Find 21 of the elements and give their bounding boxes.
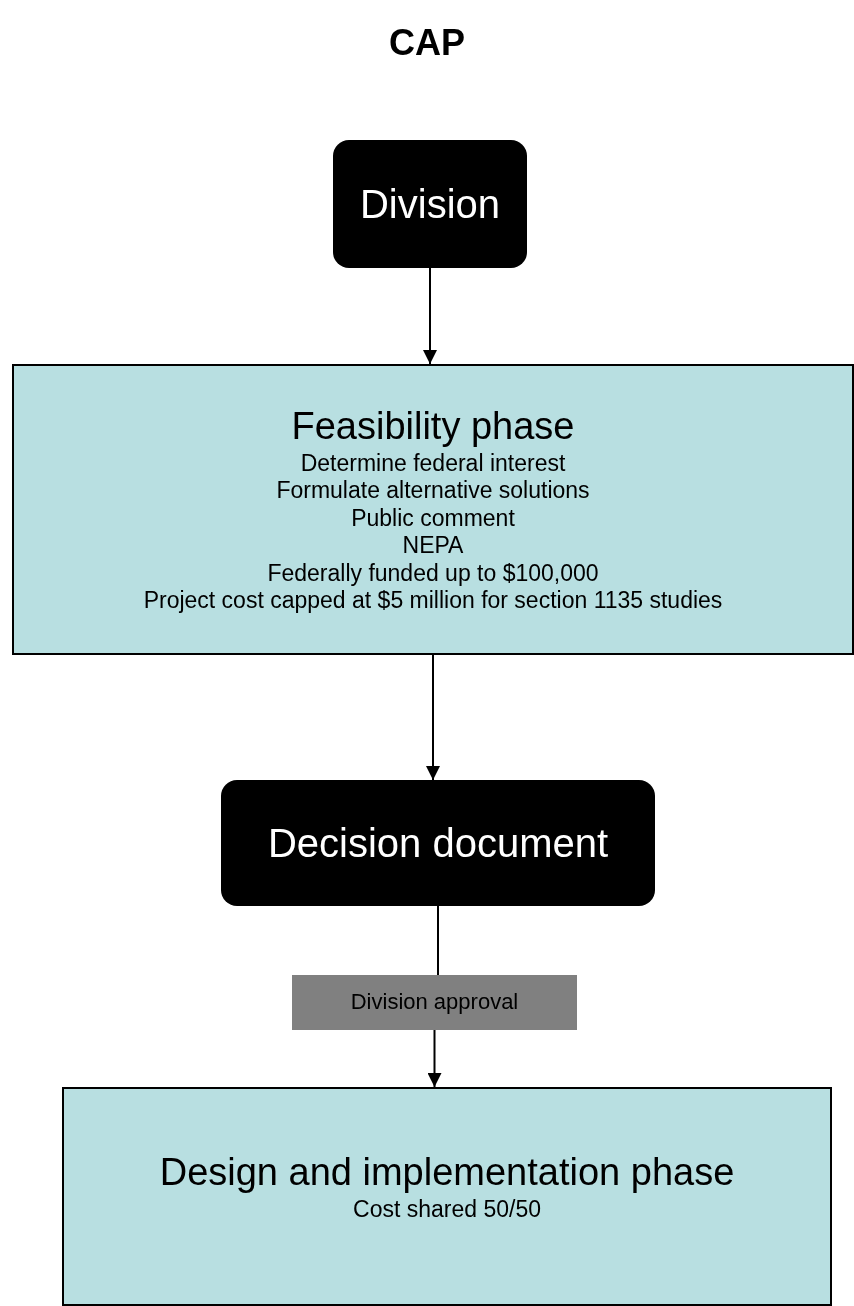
arrow: [423, 267, 437, 365]
arrow: [427, 1029, 442, 1088]
diagram-title: CAP: [388, 22, 466, 64]
arrow: [426, 654, 440, 781]
phase-detail: Public comment: [351, 504, 515, 533]
phase-box: [62, 1087, 832, 1306]
phase-detail: Formulate alternative solutions: [276, 477, 590, 505]
process-box: [333, 140, 527, 268]
phase-box: [12, 364, 854, 655]
phase-detail: Federally funded up to $100,000: [267, 559, 599, 588]
process-box: [221, 780, 655, 906]
phase-heading: Feasibility phase: [291, 403, 575, 449]
box-label: Division: [359, 181, 500, 228]
box-label: Decision document: [267, 820, 609, 867]
box-label: Division approval: [350, 989, 519, 1016]
phase-detail: Cost shared 50/50: [353, 1195, 541, 1224]
phase-heading: Design and implementation phase: [159, 1149, 735, 1195]
phase-detail: Determine federal interest: [300, 449, 566, 478]
phase-detail: Project cost capped at $5 million for section 1135 studies: [143, 587, 723, 616]
phase-detail: NEPA: [402, 532, 464, 560]
approval-box: [292, 975, 577, 1030]
